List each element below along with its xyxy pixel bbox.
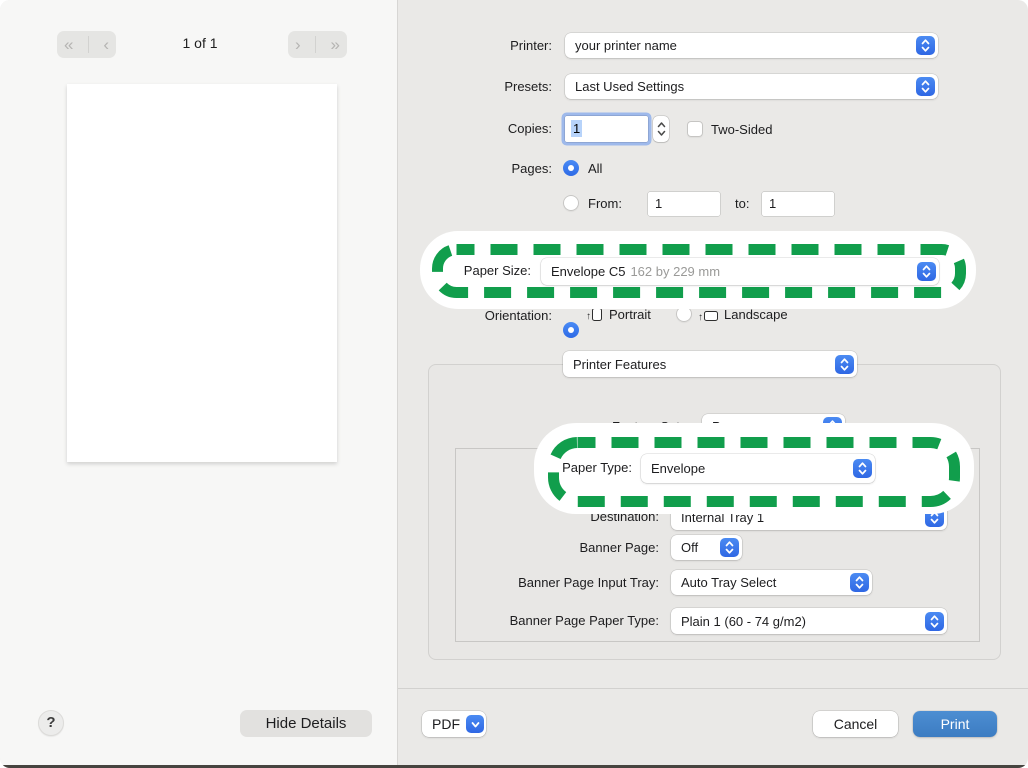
dropdown-arrows-icon bbox=[853, 459, 872, 478]
pdf-menu-button[interactable]: PDF bbox=[422, 711, 486, 737]
pager-divider bbox=[315, 36, 317, 53]
landscape-icon: ↑ bbox=[698, 307, 718, 325]
features-pane-select[interactable]: Printer Features bbox=[563, 351, 857, 377]
stepper-arrows-icon bbox=[657, 122, 665, 136]
pages-label: Pages: bbox=[511, 161, 552, 176]
first-page-button[interactable]: « bbox=[64, 35, 74, 54]
printer-select-value: your printer name bbox=[575, 38, 677, 53]
two-sided-label: Two-Sided bbox=[711, 122, 773, 137]
copies-label: Copies: bbox=[507, 121, 552, 136]
paper-size-select-dimensions: 162 by 229 mm bbox=[630, 264, 721, 279]
dropdown-arrows-icon bbox=[720, 538, 739, 557]
banner-tray-select-value: Auto Tray Select bbox=[681, 575, 777, 590]
banner-page-select[interactable]: Off bbox=[671, 535, 742, 560]
chevron-down-icon bbox=[466, 715, 484, 733]
paper-type-highlight-dashes bbox=[548, 437, 960, 507]
paper-size-select[interactable]: Envelope C5 162 by 229 mm bbox=[541, 258, 939, 285]
dropdown-arrows-icon bbox=[917, 262, 936, 281]
last-page-button[interactable]: » bbox=[330, 35, 340, 54]
print-settings-pane: Printer: your printer name Presets: Last… bbox=[398, 0, 1028, 768]
dropdown-arrows-icon bbox=[916, 36, 935, 55]
pages-range-radio[interactable] bbox=[563, 195, 579, 211]
paper-size-label: Paper Size: bbox=[463, 263, 531, 278]
paper-type-select-value: Envelope bbox=[651, 461, 706, 476]
pager-back-group: « ‹ bbox=[57, 31, 116, 58]
footer-separator bbox=[398, 688, 1028, 689]
print-button[interactable]: Print bbox=[913, 711, 997, 737]
orientation-landscape-radio[interactable] bbox=[676, 306, 692, 322]
pages-all-radio[interactable] bbox=[563, 160, 579, 176]
paper-type-label: Paper Type: bbox=[562, 460, 632, 475]
banner-paper-select[interactable]: Plain 1 (60 - 74 g/m2) bbox=[671, 608, 947, 634]
presets-label: Presets: bbox=[504, 79, 552, 94]
pages-all-label: All bbox=[588, 161, 603, 176]
presets-select[interactable]: Last Used Settings bbox=[565, 74, 938, 99]
features-pane-select-value: Printer Features bbox=[573, 356, 667, 372]
pages-to-label: to: bbox=[735, 196, 750, 211]
orientation-landscape-label: Landscape bbox=[724, 307, 788, 322]
banner-tray-select[interactable]: Auto Tray Select bbox=[671, 570, 872, 595]
banner-page-label: Banner Page: bbox=[579, 540, 659, 555]
help-button[interactable]: ? bbox=[38, 710, 64, 736]
page-preview bbox=[67, 84, 337, 462]
pages-from-label: From: bbox=[588, 196, 622, 211]
banner-tray-label: Banner Page Input Tray: bbox=[518, 575, 659, 590]
page-count-label: 1 of 1 bbox=[182, 35, 218, 51]
cancel-button[interactable]: Cancel bbox=[813, 711, 898, 737]
pages-from-input[interactable]: 1 bbox=[648, 192, 720, 216]
two-sided-checkbox[interactable] bbox=[687, 121, 703, 137]
hide-details-button[interactable]: Hide Details bbox=[240, 710, 372, 737]
pages-to-input[interactable]: 1 bbox=[762, 192, 834, 216]
dropdown-arrows-icon bbox=[835, 354, 854, 374]
paper-type-select[interactable]: Envelope bbox=[641, 454, 875, 483]
orientation-portrait-radio[interactable] bbox=[563, 322, 579, 338]
window-bottom-edge bbox=[0, 765, 1028, 768]
previous-page-button[interactable]: ‹ bbox=[103, 35, 109, 54]
copies-stepper[interactable] bbox=[653, 116, 669, 142]
orientation-portrait-label: Portrait bbox=[609, 307, 651, 322]
presets-select-value: Last Used Settings bbox=[575, 79, 685, 94]
dropdown-arrows-icon bbox=[925, 611, 944, 631]
pager-divider bbox=[87, 36, 89, 53]
printer-label: Printer: bbox=[510, 38, 552, 53]
banner-paper-label: Banner Page Paper Type: bbox=[509, 613, 659, 628]
pdf-menu-label: PDF bbox=[432, 716, 460, 732]
banner-paper-select-value: Plain 1 (60 - 74 g/m2) bbox=[681, 613, 807, 629]
printer-select[interactable]: your printer name bbox=[565, 33, 938, 58]
orientation-label: Orientation: bbox=[484, 308, 552, 323]
pager-forward-group: › » bbox=[288, 31, 347, 58]
banner-page-select-value: Off bbox=[681, 540, 699, 555]
copies-input[interactable]: 1 bbox=[565, 116, 648, 142]
next-page-button[interactable]: › bbox=[295, 35, 301, 54]
copies-input-value: 1 bbox=[571, 120, 583, 137]
dropdown-arrows-icon bbox=[916, 77, 935, 96]
preview-pane: « ‹ 1 of 1 › » ? Hide Details bbox=[0, 0, 398, 768]
paper-size-highlight-dashes bbox=[432, 244, 966, 298]
dropdown-arrows-icon bbox=[850, 573, 869, 592]
paper-size-select-value: Envelope C5 bbox=[551, 264, 626, 279]
